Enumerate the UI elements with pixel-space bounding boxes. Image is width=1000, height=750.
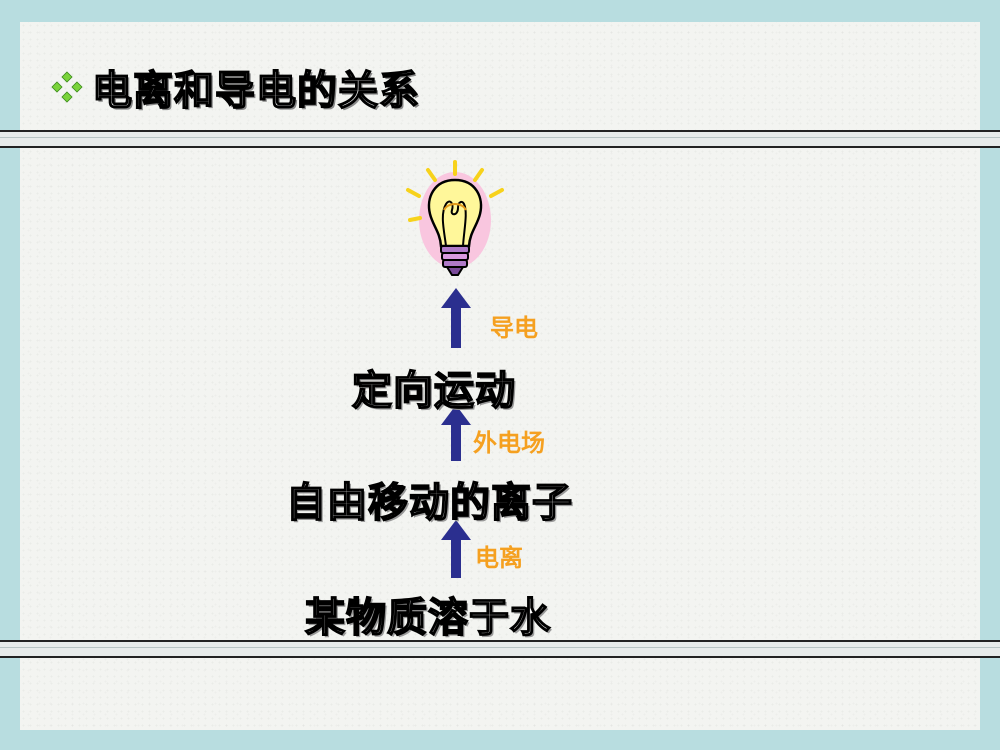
arrow-top-to-bulb: [441, 288, 471, 348]
top-divider-bar: [0, 130, 1000, 148]
slide-title: 电离和导电的关系: [91, 67, 420, 115]
edge-label-conduct: 导电: [490, 314, 538, 342]
title-row: 电离和导电的关系: [50, 58, 420, 116]
node-directed-motion: 定向运动: [351, 367, 516, 415]
arrow-bottom-to-middle: [441, 520, 471, 578]
node-free-ions: 自由移动的离子: [285, 479, 573, 527]
node-dissolve-in-water: 某物质溶于水: [304, 594, 551, 642]
light-bulb-icon: [406, 160, 504, 276]
edge-label-external-field: 外电场: [473, 429, 545, 457]
four-diamond-bullet-icon: [51, 71, 83, 103]
edge-label-ionize: 电离: [475, 544, 523, 572]
bottom-divider-bar: [0, 640, 1000, 658]
arrow-middle-to-top: [441, 405, 471, 461]
